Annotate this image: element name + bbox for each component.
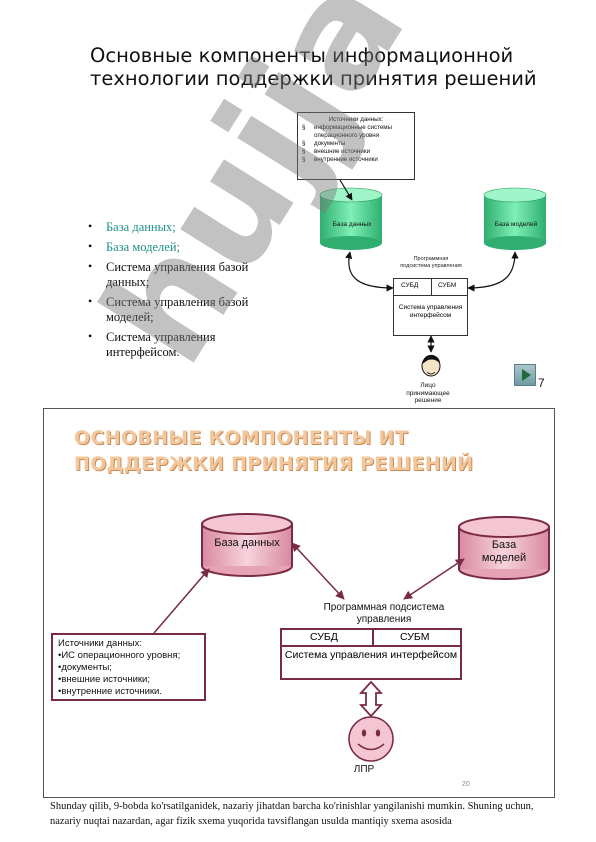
slide2-lpr-label: ЛПР (353, 764, 375, 775)
divider (394, 295, 467, 296)
slide1-interface-cell: Система управления интерфейсом (398, 304, 463, 319)
play-button[interactable] (514, 364, 536, 386)
slide2-source-line: •внешние источники; (58, 674, 150, 685)
slide2-title-line2: ПОДДЕРЖКИ ПРИНЯТИЯ РЕШЕНИЙ (74, 453, 474, 475)
slide1-db-label: База данных (332, 221, 372, 228)
person-icon (421, 354, 441, 377)
divider (372, 630, 374, 645)
slide2-frame: ОСНОВНЫЕ КОМПОНЕНТЫ ИТ ПОДДЕРЖКИ ПРИНЯТИ… (43, 408, 555, 798)
slide1-models-label: База моделей (494, 221, 538, 228)
slide2-models-arrow (403, 558, 465, 600)
slide2-subsystem-label: Программная подсистема управления (323, 602, 445, 625)
slide2-source-line: •ИС операционного уровня; (58, 650, 181, 661)
model-base-cylinder (483, 187, 547, 250)
bullet-model-management: Система управления базой моделей; (88, 294, 288, 325)
models-link-arrow (467, 251, 519, 292)
slide2-diagram (153, 513, 550, 762)
slide2-database-cylinder (201, 513, 293, 577)
source-item: документы (302, 140, 410, 148)
slide2-dbms-cell: СУБД (310, 631, 338, 643)
slide2-mbms-cell: СУБМ (400, 631, 430, 643)
slide2-double-arrow (358, 680, 384, 718)
slide1-bullet-list: База данных; База моделей; Система управ… (88, 219, 288, 365)
divider (431, 279, 432, 295)
slide2-source-line: Источники данных: (58, 638, 143, 649)
slide2-subsystem-box: СУБД СУБМ Система управления интерфейсом (280, 628, 462, 680)
slide1-dbms-cell: СУБД (401, 282, 419, 289)
slide2-source-line: •внутренние источники. (58, 686, 162, 697)
database-cylinder (319, 187, 383, 250)
source-item: внешние источники (302, 148, 410, 156)
slide1-person-label: Лицо принимающее решение (406, 382, 450, 404)
sources-header: Источники данных: (328, 116, 384, 123)
db-link-arrow (345, 251, 394, 292)
slide2-db-label: База данных (214, 537, 280, 549)
bullet-database: База данных; (88, 219, 288, 235)
slide2-title-line1: ОСНОВНЫЕ КОМПОНЕНТЫ ИТ (74, 427, 408, 449)
slide1-subsystem-label: Программная подсистема управления (400, 256, 462, 269)
divider (282, 645, 460, 647)
source-item: внутренние источники (302, 156, 410, 164)
slide1-mbms-cell: СУБМ (438, 282, 457, 289)
slide2-db-arrow (291, 542, 345, 600)
slide2-models-label: База моделей (481, 539, 527, 564)
slide2-interface-cell: Система управления интерфейсом (284, 649, 458, 661)
slide1-title: Основные компоненты информационной техно… (90, 44, 560, 90)
slide1-page-number: 7 (538, 376, 545, 390)
slide1-diagram (319, 179, 547, 377)
slide2-model-base-cylinder (458, 516, 550, 580)
sources-to-db-arrow (339, 179, 353, 201)
bullet-interface-management: Система управления интерфейсом. (88, 329, 288, 360)
slide1-title-line2: технологии поддержки принятия решений (90, 67, 537, 90)
slide2-sources-arrow (153, 568, 210, 634)
slide2-source-line: •документы; (58, 662, 112, 673)
bullet-model-base: База моделей; (88, 239, 288, 255)
slide2-number: 20 (462, 781, 470, 788)
slide1-title-line1: Основные компоненты информационной (90, 44, 514, 67)
source-item: информационные системы операционного уро… (302, 124, 410, 140)
bullet-dbms: Система управления базой данных; (88, 259, 288, 290)
caption-paragraph: Shunday qilib, 9-bobda ko'rsatilganidek,… (50, 801, 534, 827)
slide2-sources-box: Источники данных: •ИС операционного уров… (51, 633, 206, 701)
slide1-subsystem-box: СУБД СУБМ Система управления интерфейсом (393, 278, 468, 336)
smiley-icon (348, 716, 394, 762)
slide1-sources-box: Источники данных: информационные системы… (297, 112, 415, 180)
